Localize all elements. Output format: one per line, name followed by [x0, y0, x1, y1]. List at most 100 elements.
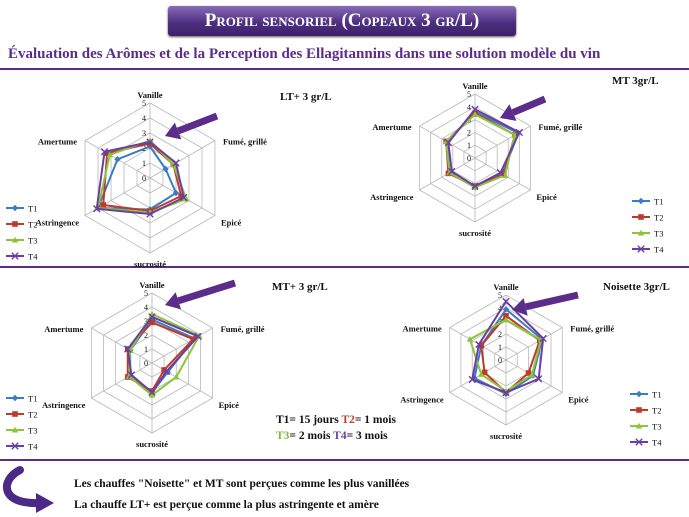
tick-label: 3: [144, 317, 148, 326]
radar-spoke: [149, 140, 216, 179]
period-legend-part: = 2 mois: [289, 430, 334, 442]
data-point-T4: [471, 105, 479, 114]
period-legend-part: T2: [341, 414, 355, 426]
tick-label: 0: [498, 356, 502, 365]
legend-label-T1: T1: [654, 197, 663, 207]
period-legend-part: = 1 mois: [354, 414, 396, 426]
axis-label-3: sucrosité: [490, 431, 522, 441]
legend-marker-T1: [11, 204, 19, 212]
data-point-T2: [190, 336, 197, 342]
legend-marker-T3: [11, 236, 19, 243]
series-line-T4: [126, 315, 200, 394]
axis-label-1: Fumé, grillé: [223, 137, 267, 147]
tick-label: 4: [498, 304, 502, 313]
highlight-arrow-head: [500, 104, 517, 121]
axis-label-1: Fumé, grillé: [538, 122, 582, 132]
data-point-T2: [525, 370, 532, 376]
legend-marker-T4: [637, 245, 645, 253]
tick-label: 3: [142, 129, 146, 138]
data-point-T4: [534, 375, 543, 383]
data-point-T2: [100, 202, 107, 208]
radar-spoke: [474, 125, 531, 159]
period-legend-part: T1: [276, 414, 290, 426]
legend-label-T1: T1: [28, 394, 37, 404]
data-point-T3: [478, 371, 485, 377]
title-banner: Profil sensoriel (Copeaux 3 gr/L): [168, 6, 516, 36]
period-legend-part: = 15 jours: [289, 414, 342, 426]
chart-title: MT+ 3 gr/L: [272, 281, 328, 293]
highlight-arrow-shaft: [511, 95, 547, 116]
data-point-T1: [146, 143, 154, 150]
tick-label: 4: [144, 303, 148, 312]
legend-label-T3: T3: [28, 236, 37, 246]
data-point-T4: [180, 193, 188, 202]
data-point-T3: [106, 151, 113, 158]
tick-label: 0: [144, 359, 148, 368]
legend-marker-T4: [11, 252, 19, 260]
tick-label: 2: [144, 331, 148, 340]
tick-label: 0: [467, 154, 471, 163]
data-point-T3: [511, 131, 519, 138]
highlight-arrow-shaft: [177, 279, 237, 305]
legend-label-T1: T1: [28, 204, 37, 214]
axis-label-1: Fumé, grillé: [570, 324, 614, 334]
axis-label-4: Astringence: [370, 192, 414, 202]
axis-label-2: Epicé: [536, 192, 557, 202]
axis-label-2: Epicé: [219, 400, 240, 410]
legend-marker-T3: [11, 426, 19, 433]
curved-arrow-head-icon: [36, 493, 54, 513]
data-point-T3: [170, 161, 177, 168]
data-point-T3: [466, 336, 474, 342]
chart-title: LT+ 3 gr/L: [280, 91, 332, 103]
period-legend-line1: T1= 15 jours T2= 1 mois: [276, 414, 396, 426]
page-title: Profil sensoriel (Copeaux 3 gr/L): [204, 10, 480, 31]
axis-label-3: sucrosité: [136, 439, 168, 449]
data-point-T4: [127, 371, 136, 379]
axis-label-0: Vanille: [137, 90, 162, 100]
legend-label-T2: T2: [652, 406, 661, 416]
data-point-T4: [194, 332, 202, 341]
axis-label-0: Vanille: [139, 280, 164, 290]
data-point-T3: [471, 111, 479, 118]
axis-label-0: Vanille: [493, 282, 518, 292]
axis-label-2: Epicé: [568, 395, 589, 405]
legend-label-T4: T4: [652, 438, 662, 448]
legend-marker-T1: [637, 197, 645, 205]
divider-top: [0, 68, 689, 70]
axis-label-5: Amertume: [372, 122, 411, 132]
data-point-T4: [162, 367, 171, 376]
tick-label: 1: [467, 141, 471, 150]
data-point-T3: [148, 392, 156, 398]
tick-label: 1: [142, 159, 146, 168]
data-point-T2: [161, 367, 167, 373]
chart-title: MT 3gr/L: [612, 75, 659, 87]
data-point-T4: [448, 167, 456, 176]
legend-label-T2: T2: [28, 410, 37, 420]
data-point-T3: [125, 373, 133, 379]
data-point-T1: [502, 306, 510, 313]
legend-label-T1: T1: [652, 390, 661, 400]
data-point-T4: [496, 169, 505, 177]
axis-label-5: Amertume: [44, 324, 83, 334]
tick-label: 5: [498, 291, 502, 300]
period-legend-part: = 3 mois: [346, 430, 388, 442]
axis-label-4: Astringence: [36, 218, 80, 228]
data-point-T1: [114, 156, 121, 163]
legend-marker-T2: [636, 407, 642, 413]
legend-label-T4: T4: [28, 252, 38, 262]
legend-marker-T2: [12, 411, 18, 417]
data-point-T2: [104, 150, 110, 157]
data-point-T4: [515, 128, 524, 137]
legend-label-T3: T3: [652, 422, 661, 432]
period-legend-part: T3: [276, 430, 290, 442]
conclusion-line1: Les chauffes "Noisette" et MT sont perçu…: [74, 478, 410, 490]
axis-label-0: Vanille: [462, 81, 487, 91]
data-point-T4: [502, 388, 510, 397]
curved-arrow-icon: [2, 466, 44, 508]
tick-label: 2: [467, 128, 471, 137]
page-subtitle: Évaluation des Arômes et de la Perceptio…: [8, 46, 601, 62]
highlight-arrow-head: [512, 298, 528, 316]
period-legend-line2: T3= 2 mois T4= 3 mois: [276, 430, 388, 442]
data-point-T2: [503, 313, 509, 319]
legend-marker-T1: [11, 394, 19, 402]
